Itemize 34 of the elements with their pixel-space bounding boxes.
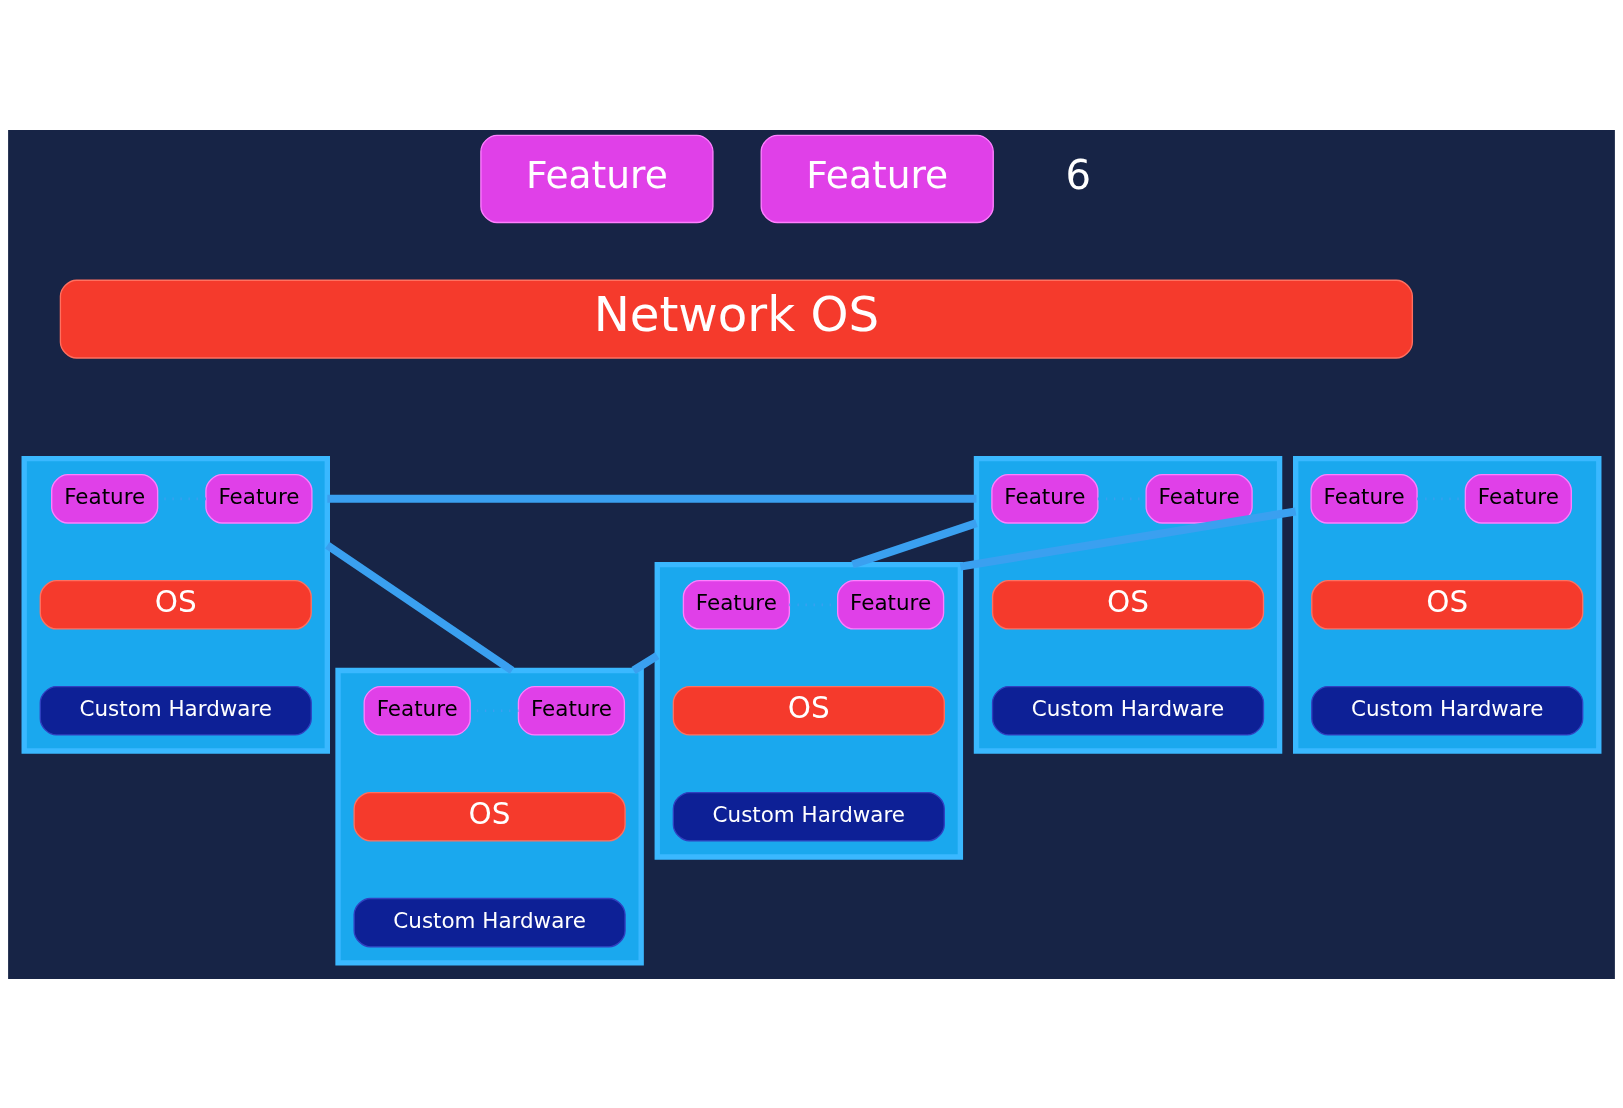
node-box: OS — [672, 685, 945, 736]
node-box: OS — [353, 791, 626, 841]
node-box: OS — [1311, 579, 1584, 630]
node-box: Custom Hardware — [1311, 685, 1584, 736]
connector — [325, 541, 515, 674]
connector — [327, 494, 977, 503]
node-box: Custom Hardware — [672, 791, 945, 841]
node-box: Feature — [760, 134, 994, 223]
node-box: Custom Hardware — [353, 897, 626, 947]
node-box: Feature — [480, 134, 714, 223]
cluster — [335, 667, 644, 966]
node-box: Custom Hardware — [39, 685, 312, 736]
node-box: Feature — [51, 473, 159, 524]
node-box: Feature — [517, 685, 626, 736]
label: 6 — [1065, 151, 1092, 198]
cluster — [973, 455, 1283, 754]
node-box: Feature — [837, 579, 945, 630]
cluster — [654, 561, 964, 860]
node-box: Custom Hardware — [991, 685, 1265, 736]
cluster — [21, 455, 330, 754]
node-box: OS — [991, 579, 1265, 630]
node-box: OS — [39, 579, 312, 630]
node-box: Network OS — [59, 279, 1414, 359]
node-box: Feature — [991, 473, 1099, 524]
cluster — [1293, 455, 1602, 754]
node-box: Feature — [363, 685, 471, 736]
node-box: Feature — [1145, 473, 1253, 524]
node-box: Feature — [205, 473, 313, 524]
connector — [959, 506, 1297, 571]
node-box: Feature — [682, 579, 791, 630]
connector — [631, 651, 660, 674]
node-box: Feature — [1310, 473, 1418, 524]
node-box: Feature — [1464, 473, 1572, 524]
connector — [851, 518, 978, 568]
